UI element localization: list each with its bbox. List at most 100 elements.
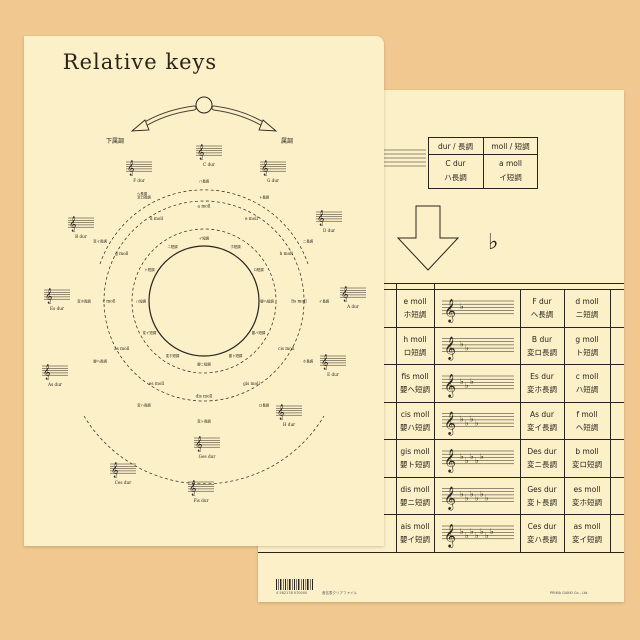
minor-key-label: fis moll xyxy=(291,299,307,304)
barcode xyxy=(276,579,313,590)
flat-sign-icon: ♭ xyxy=(460,340,464,349)
a-moll-jp: イ短調 xyxy=(499,173,522,182)
left-arrow-icon xyxy=(130,119,150,132)
right-moll-label: as moll xyxy=(573,522,601,531)
right-dur-jp: 変ホ長調 xyxy=(527,385,557,394)
right-dur-label: B dur xyxy=(531,334,553,344)
right-dur-label: As dur xyxy=(529,409,555,419)
treble-clef-icon: 𝄞 xyxy=(444,523,456,548)
left-moll-jp: 嬰ハ短調 xyxy=(400,422,430,432)
flat-sign-icon: ♭ xyxy=(465,344,469,353)
treble-clef-icon: 𝄞 xyxy=(261,161,269,176)
outer-ring-label: ハ長調 xyxy=(199,179,210,184)
right-moll-jp: ハ短調 xyxy=(575,385,599,394)
right-moll-label: g moll xyxy=(575,334,599,344)
c-dur-label: C dur xyxy=(445,159,466,168)
key-staff-1: 𝄞 xyxy=(260,161,286,176)
front-sheet: Relative keys 𝄞C dur𝄞G dur𝄞D dur𝄞A dur𝄞E… xyxy=(24,36,384,546)
outer-key-label: Ces dur xyxy=(115,480,132,485)
footer-title: 音名表クリアファイル xyxy=(322,591,357,595)
treble-clef-icon: 𝄞 xyxy=(341,287,349,302)
outer-ring-label: ト長調 xyxy=(259,195,270,200)
flat-key-staff: 𝄞♭♭♭♭♭ xyxy=(442,448,514,473)
inner-ring-label: ハ短調 xyxy=(136,299,147,304)
minor-key-label: gis moll xyxy=(243,381,260,386)
middle-dashed-ring xyxy=(103,200,305,402)
flat-sign-icon: ♭ xyxy=(475,531,479,540)
key-staff-11: 𝄞 xyxy=(68,217,94,232)
flat-sign-icon: ♭ xyxy=(475,419,479,428)
flat-sign-icon: ♭ xyxy=(490,527,494,536)
treble-clef-icon: 𝄞 xyxy=(317,211,325,226)
circle-of-fifths: 𝄞C dur𝄞G dur𝄞D dur𝄞A dur𝄞E dur𝄞H dur𝄞Ges… xyxy=(42,96,366,503)
flat-sign-icon: ♭ xyxy=(475,494,479,503)
inner-ring-label: ロ短調 xyxy=(253,267,264,272)
flat-sign-icon: ♭ xyxy=(470,490,474,499)
right-arrow-icon xyxy=(258,119,278,132)
right-dur-label: Des dur xyxy=(527,447,557,456)
outer-key-label: B dur xyxy=(75,234,87,239)
right-dur-jp: 変ロ長調 xyxy=(527,347,557,357)
key-staff-12: 𝄞 xyxy=(126,161,152,176)
left-moll-jp: 嬰ト短調 xyxy=(400,460,430,469)
flat-sign-icon: ♭ xyxy=(465,494,469,503)
right-moll-label: f moll xyxy=(576,409,598,419)
inner-ring-label: ト短調 xyxy=(144,267,155,272)
flat-key-staff: 𝄞♭♭♭♭♭♭♭ xyxy=(442,523,514,548)
flat-sign-icon: ♭ xyxy=(460,302,464,311)
minor-key-label: e moll xyxy=(245,216,259,221)
header-moll: moll / 短調 xyxy=(491,142,530,151)
down-arrow-icon xyxy=(396,205,460,271)
treble-clef-icon: 𝄞 xyxy=(444,411,456,436)
flat-sign-icon: ♭ xyxy=(480,452,484,461)
right-moll-jp: ト短調 xyxy=(575,347,599,357)
key-staff-8: 𝄞 xyxy=(188,481,214,496)
flat-sign-icon: ♭ xyxy=(465,381,469,390)
right-dur-jp: 変ニ長調 xyxy=(527,460,557,469)
a-moll-label: a moll xyxy=(498,159,523,168)
right-dur-jp: 変イ長調 xyxy=(527,422,557,432)
treble-clef-icon: 𝄞 xyxy=(127,161,135,176)
outer-ring-label: ニ長調 xyxy=(303,239,314,244)
flat-sign-icon: ♭ xyxy=(465,419,469,428)
dominant-label: 属調 xyxy=(281,138,294,145)
left-moll-label: dis moll xyxy=(400,484,430,494)
right-moll-jp: 変ホ短調 xyxy=(572,497,602,507)
flat-sign-icon: ♭ xyxy=(460,490,464,499)
outer-ring-label: ヘ長調 xyxy=(137,191,148,196)
treble-clef-icon: 𝄞 xyxy=(189,481,197,496)
outer-key-label: A dur xyxy=(346,304,359,309)
key-staff-7: 𝄞 xyxy=(110,463,136,478)
minor-key-label: d moll xyxy=(150,216,164,221)
minor-key-label: h moll xyxy=(280,251,294,256)
flat-sign-icon: ♭ xyxy=(480,490,484,499)
left-moll-label: fis moll xyxy=(401,372,429,381)
flat-sign-icon: ♭ xyxy=(470,452,474,461)
right-moll-label: es moll xyxy=(573,484,601,494)
outer-ring-label: ホ長調 xyxy=(303,359,314,364)
outer-key-label: C dur xyxy=(203,162,215,167)
outer-ring-label: 変イ長調 xyxy=(93,239,107,244)
right-dur-label: Ces dur xyxy=(527,522,557,531)
outer-key-label: E dur xyxy=(327,372,339,377)
left-moll-label: ais moll xyxy=(400,522,430,531)
outer-key-label: F dur xyxy=(133,178,145,183)
left-moll-label: h moll xyxy=(403,334,427,344)
right-dur-jp: 変ト長調 xyxy=(527,497,557,507)
outer-key-label: As dur xyxy=(47,382,62,387)
treble-clef-icon: 𝄞 xyxy=(69,217,77,232)
page-title: Relative keys xyxy=(62,50,218,74)
inner-dashed-ring xyxy=(131,228,277,374)
outer-key-label: Fis dur xyxy=(193,498,208,503)
left-moll-jp: 嬰イ短調 xyxy=(400,535,430,544)
right-moll-label: b moll xyxy=(575,447,599,456)
key-staff-0: 𝄞 xyxy=(196,145,222,160)
left-moll-jp: ホ短調 xyxy=(403,310,427,319)
right-moll-jp: 変イ短調 xyxy=(572,535,602,544)
key-staff-3: 𝄞 xyxy=(340,287,366,302)
outer-key-label: G dur xyxy=(267,178,279,183)
flat-sign-icon: ♭ xyxy=(470,527,474,536)
inner-ring-label: 嬰ニ短調 xyxy=(197,362,211,367)
minor-key-label: c moll xyxy=(103,299,117,304)
treble-clef-icon: 𝄞 xyxy=(277,405,285,420)
